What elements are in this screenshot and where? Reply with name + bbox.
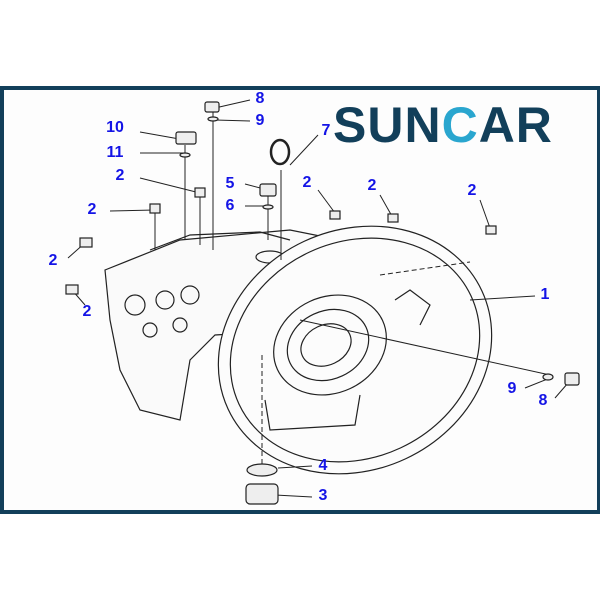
logo-text-c: C (441, 97, 479, 153)
callout-9: 9 (255, 112, 265, 129)
flywheel-housing (217, 225, 493, 475)
callout-2: 2 (48, 252, 58, 269)
callout-11: 11 (106, 144, 124, 161)
callout-4: 4 (318, 457, 328, 474)
callout-8: 8 (255, 90, 265, 107)
callout-8: 8 (538, 392, 548, 409)
callout-2: 2 (82, 303, 92, 320)
callout-2: 2 (115, 167, 125, 184)
logo-text-ar: AR (478, 97, 553, 153)
callout-9: 9 (507, 380, 517, 397)
callout-2: 2 (302, 174, 312, 191)
callout-1: 1 (540, 286, 550, 303)
callout-3: 3 (318, 487, 328, 504)
logo-text-sun: SUN (333, 97, 442, 153)
callout-2: 2 (87, 201, 97, 218)
callout-2: 2 (467, 182, 477, 199)
callout-5: 5 (225, 175, 235, 192)
small-parts (65, 101, 580, 505)
callout-10: 10 (106, 119, 124, 136)
leader-lines (67, 99, 569, 498)
callout-6: 6 (225, 197, 235, 214)
callout-2: 2 (367, 177, 377, 194)
callout-7: 7 (321, 122, 331, 139)
suncar-logo: SUNCAR (333, 100, 553, 150)
